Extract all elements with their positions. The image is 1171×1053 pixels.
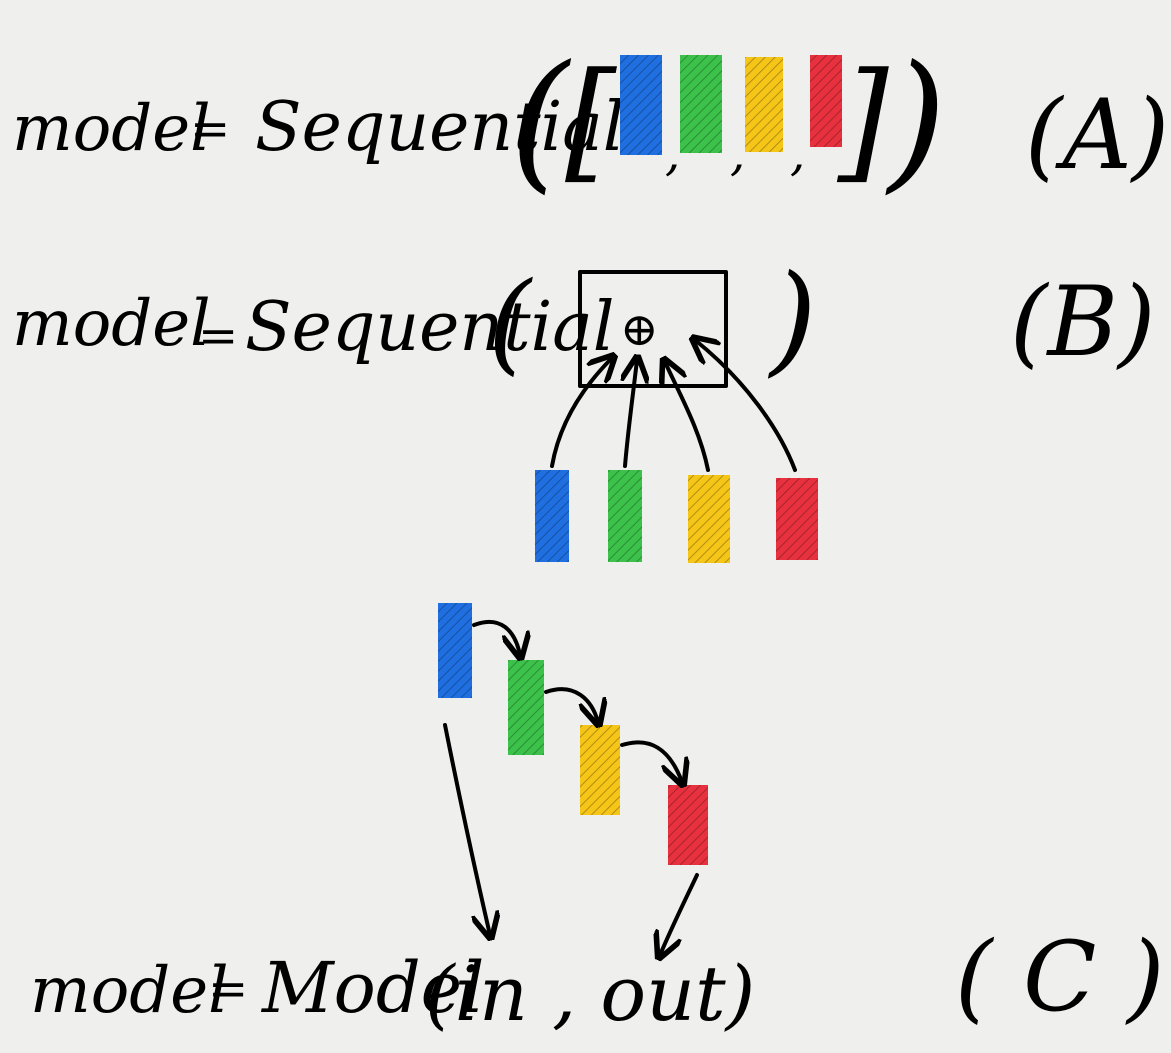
row-c-layer-yellow: [580, 725, 620, 815]
arrow-blue-to-merge: [550, 358, 612, 468]
row-a-equals: =: [190, 101, 230, 157]
layer-hatch: [535, 470, 569, 562]
arrow-green-to-merge: [625, 360, 637, 468]
row-b-function: Sequential: [245, 288, 615, 367]
row-c-args: (in , out): [425, 949, 755, 1038]
row-b-open-paren: (: [488, 258, 533, 386]
row-c-lhs: model: [30, 954, 229, 1028]
row-c-layer-red: [668, 785, 708, 865]
arrow-output-to-out: [660, 873, 699, 955]
row-a-open-paren: (: [510, 34, 572, 208]
row-c: model = Model (in , out) ( C ): [30, 603, 1164, 1038]
layer-hatch: [508, 660, 544, 755]
row-c-equals: =: [208, 961, 248, 1017]
merge-box: [578, 270, 728, 388]
layer-hatch: [580, 725, 620, 815]
row-b-layer-blue: [535, 470, 569, 562]
layer-hatch: [608, 470, 642, 562]
layer-hatch: [776, 478, 818, 560]
layer-hatch: [668, 785, 708, 865]
row-a-close-paren: ): [885, 34, 947, 208]
layer-hatch: [688, 475, 730, 563]
arrow-green-to-yellow: [544, 687, 598, 722]
row-b-lhs: model: [12, 287, 211, 361]
arrow-input-to-in: [443, 723, 490, 935]
layer-hatch: [680, 55, 722, 153]
merge-operator: ⊕: [620, 302, 659, 356]
layer-hatch: [620, 55, 662, 155]
row-c-function: Model: [260, 947, 484, 1029]
layer-hatch: [438, 603, 472, 698]
row-a-comma-1: ,: [665, 126, 680, 182]
arrow-red-to-merge: [695, 340, 797, 472]
row-a-layer-green: [680, 55, 722, 153]
row-b-layer-red: [776, 478, 818, 560]
layer-hatch: [810, 55, 842, 147]
arrow-blue-to-green: [472, 619, 520, 655]
row-c-layer-green: [508, 660, 544, 755]
row-b: model = Sequential ( ⊕ ) (B): [12, 250, 1155, 563]
row-b-layer-green: [608, 470, 642, 562]
row-b-label: (B): [1010, 266, 1155, 378]
row-b-layer-yellow: [688, 475, 730, 563]
row-a-label: (A): [1025, 79, 1169, 191]
row-a: model = Sequential ( [ , , , ] ) (A): [12, 34, 1169, 208]
row-a-function: Sequential: [255, 88, 625, 167]
row-b-equals: =: [198, 308, 238, 364]
arrow-yellow-to-red: [620, 740, 682, 782]
row-a-comma-3: ,: [790, 126, 805, 182]
row-a-layer-blue: [620, 55, 662, 155]
arrow-yellow-to-merge: [665, 362, 710, 472]
layer-hatch: [745, 57, 783, 152]
row-c-label: ( C ): [955, 921, 1164, 1033]
row-a-comma-2: ,: [730, 126, 745, 182]
row-a-lhs: model: [12, 92, 211, 166]
row-a-layer-red: [810, 55, 842, 147]
row-a-close-bracket: ]: [836, 44, 889, 196]
row-a-layer-yellow: [745, 57, 783, 152]
row-b-close-paren: ): [767, 250, 817, 389]
row-c-layer-blue: [438, 603, 472, 698]
row-a-open-bracket: [: [565, 44, 617, 196]
